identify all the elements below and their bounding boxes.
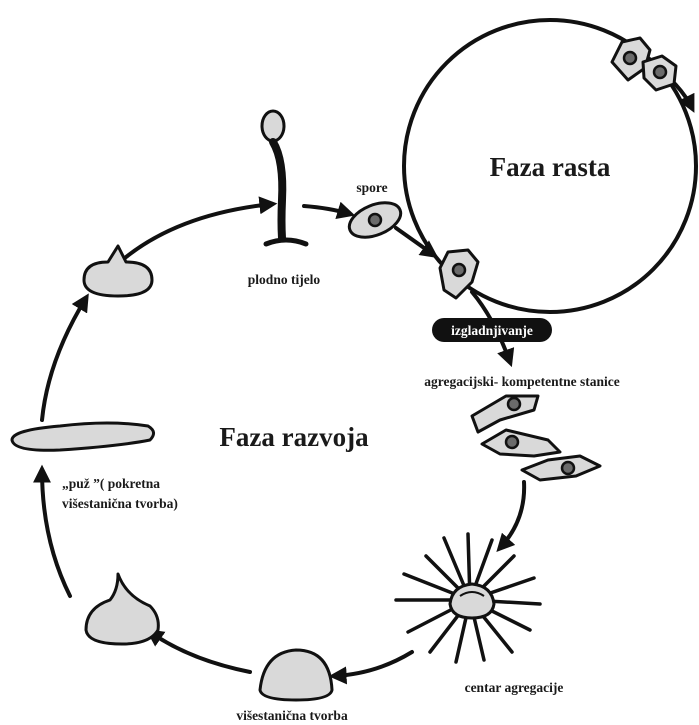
aggregation-competent-label: agregacijski- kompetentne stanice bbox=[424, 374, 619, 389]
tipped-mound-stage bbox=[84, 572, 160, 646]
arrow-streaming-to-aggregation-center bbox=[496, 480, 527, 552]
arrow-mound-to-tipped-mound bbox=[145, 628, 252, 674]
fruiting-body bbox=[260, 109, 309, 247]
arrow-aggregation-center-to-mound bbox=[328, 650, 414, 685]
slug-stage bbox=[10, 421, 155, 452]
culminant-stage bbox=[82, 244, 154, 298]
arrow-tipped-mound-to-slug bbox=[33, 464, 72, 598]
aggregation-competent-cells bbox=[470, 394, 602, 482]
aggregation-center bbox=[394, 532, 542, 664]
aggregation-center-label: centar agregacije bbox=[465, 680, 564, 695]
multicellular-structure-label: višestanična tvorba bbox=[236, 708, 348, 723]
growth-phase-circle bbox=[402, 18, 698, 314]
starvation-badge bbox=[432, 318, 552, 342]
growth-phase-title: Faza rasta bbox=[490, 152, 611, 182]
spore-label: spore bbox=[356, 180, 387, 195]
fruiting-body-label: plodno tijelo bbox=[248, 272, 321, 287]
development-phase-title: Faza razvoja bbox=[219, 422, 369, 452]
slug-label-line1: „puž ”( pokretna bbox=[62, 476, 160, 491]
amoeba-cell bbox=[438, 248, 480, 300]
spore-to-amoeba-arrow bbox=[394, 226, 439, 259]
starvation-label: izgladnjivanje bbox=[451, 323, 533, 338]
spore-cell bbox=[347, 201, 403, 239]
dividing-amoebae bbox=[610, 36, 678, 92]
arrow-slugstage-to-fruiting-body bbox=[118, 196, 278, 264]
multicellular-mound-stage bbox=[258, 648, 334, 702]
arrow-fruiting-body-to-spore bbox=[302, 201, 356, 220]
arrow-slug-to-culminant bbox=[40, 293, 89, 422]
slug-label-line2: višestanična tvorba) bbox=[62, 496, 178, 511]
